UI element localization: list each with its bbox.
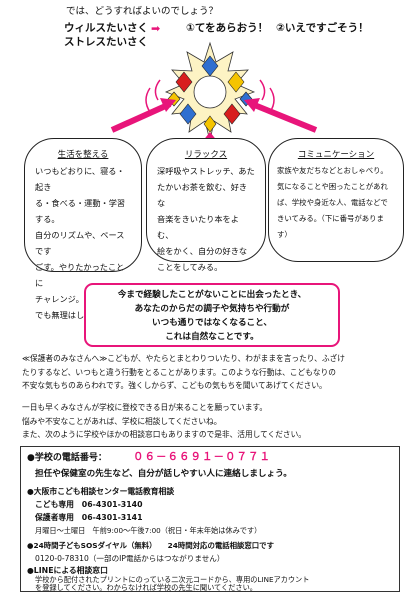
bubble-line: たかいお茶を飲む、好きな (157, 182, 248, 208)
bubble-line: 気になることや困ったことがあれ (277, 182, 388, 191)
closing-text: 一日も早くみなさんが学校に登校できる日が来ることを願っています。 悩みや不安なこ… (22, 401, 306, 442)
message-line: あなたのからだの調子や気持ちや行動が (134, 304, 290, 314)
action-wash-hands: ①てをあらおう！ (186, 22, 269, 34)
contact-box: ●学校の電話番号： ０６－６６９１－０７７１ 担任や保健室の先生など、自分が話し… (20, 446, 400, 592)
bubble-body: 家族や友だちなどとおしゃべり。 気になることや困ったことがあれ ば、学校や身近な… (269, 163, 403, 243)
school-phone-note: 担任や保健室の先生など、自分が話しやすい人に連絡しましょう。 (35, 469, 292, 479)
message-line: いつも通りではなくなること、 (152, 318, 272, 328)
child-line[interactable]: こども専用 06-4301-3140 (35, 500, 143, 509)
line-body: 学校から配付されたプリントにのっている二次元コードから、専用のLINEアカウント (35, 575, 310, 584)
stress-label: ストレスたいさく (64, 36, 148, 48)
guardian-note-line: ≪保護者のみなさんへ≫こどもが、やたらとまとわりついたり、わがままを言ったり、ふ… (22, 354, 345, 363)
guardian-note: ≪保護者のみなさんへ≫こどもが、やたらとまとわりついたり、わがままを言ったり、ふ… (22, 352, 345, 393)
bubble-title: リラックス (184, 150, 228, 160)
bubble-line: ことをしてみる。 (157, 262, 223, 272)
message-line: これは自然なことです。 (165, 332, 259, 342)
bubble-line: きいてみる。（下に番号があります） (277, 214, 384, 239)
line-title: ●LINEによる相談窓口 (27, 566, 108, 575)
arrow-left-up-icon (110, 98, 176, 133)
school-phone-label: ●学校の電話番号： (27, 453, 107, 463)
guardian-note-line: たりするなど、いつもと違う行動をとることがあります。このような行動は、こどもなり… (22, 367, 336, 377)
star-burst-icon (164, 41, 256, 142)
action-stay-home: ②いえですごそう！ (276, 22, 369, 34)
bubble-title: コミュニケーション (297, 150, 375, 160)
parent-line[interactable]: 保護者専用 06-4301-3141 (35, 513, 143, 522)
bubble-line: いつもどおりに、寝る・起き (35, 166, 125, 192)
bubble-line: チャレンジ。 (35, 294, 84, 304)
closing-line: 一日も早くみなさんが学校に登校できる日が来ることを願っています。 (22, 403, 268, 412)
sos-title: ●24時間子どもSOSダイヤル（無料） 24時間対応の電話相談窓口です (27, 541, 274, 550)
center-hours: 月曜日～土曜日 午前9:00～午後7:00（祝日・年末年始は休みです） (35, 526, 262, 535)
bubble-body: いつもどおりに、寝る・起き る・食べる・運動・学習する。 自分のリズムや、ペース… (25, 163, 141, 323)
bubble-line: 音楽をきいたり本をよむ、 (157, 214, 239, 240)
virus-label: ウィルスたいさく (64, 22, 148, 34)
bubble-line: でも無理はしない！ (35, 310, 109, 320)
school-phone-number[interactable]: ０６－６６９１－０７７１ (133, 451, 271, 463)
bubble-line: ば、学校や身近な人、電話などで (277, 198, 388, 207)
arrow-right-icon: ➡ (151, 22, 161, 35)
center-title: ●大阪市こども相談センター電話教育相談 (27, 487, 175, 496)
bubble-line: る・食べる・運動・学習する。 (35, 198, 126, 224)
guardian-note-line: 不安な気もちのあらわれです。強くしからず、こどもの気もちを聞いてあげてください。 (22, 381, 327, 390)
message-line: 今まで経験したことがないことに出会ったとき、 (117, 290, 307, 300)
center-graphic (110, 41, 318, 152)
bubble-line: 絵をかく、自分の好きな (157, 246, 248, 256)
bubble-relax: リラックス 深呼吸やストレッチ、あた たかいお茶を飲む、好きな 音楽をきいたり本… (146, 138, 266, 272)
bubble-line: ごす。やりたかったことに (35, 262, 125, 288)
message-box: 今まで経験したことがないことに出会ったとき、 あなたのからだの調子や気持ちや行動… (84, 283, 340, 347)
bubble-line: 家族や友だちなどとおしゃべり。 (277, 166, 388, 175)
header-question: では、どうすればよいのでしょう？ (66, 6, 219, 17)
closing-line: 悩みや不安なことがあれば、学校に相談してくださいね。 (22, 416, 222, 426)
arrow-right-up-icon (244, 98, 318, 133)
bubble-body: 深呼吸やストレッチ、あた たかいお茶を飲む、好きな 音楽をきいたり本をよむ、 絵… (147, 163, 265, 275)
bubble-line: 深呼吸やストレッチ、あた (157, 166, 255, 176)
line-body: を登録してください。わからなければ学校の先生に聞いてください。 (35, 583, 257, 592)
bubble-line: 自分のリズムや、ペースです (35, 230, 125, 256)
sos-number[interactable]: 0120-0-78310（一部のIP電話からはつながりません） (35, 554, 225, 563)
bubble-title: 生活を整える (57, 150, 109, 160)
bubble-daily-life: 生活を整える いつもどおりに、寝る・起き る・食べる・運動・学習する。 自分のリ… (24, 138, 142, 320)
bubble-communication: コミュニケーション 家族や友だちなどとおしゃべり。 気になることや困ったことがあ… (268, 138, 404, 262)
closing-line: また、次のように学校やほかの相談窓口もありますので是非、活用してください。 (22, 430, 306, 439)
